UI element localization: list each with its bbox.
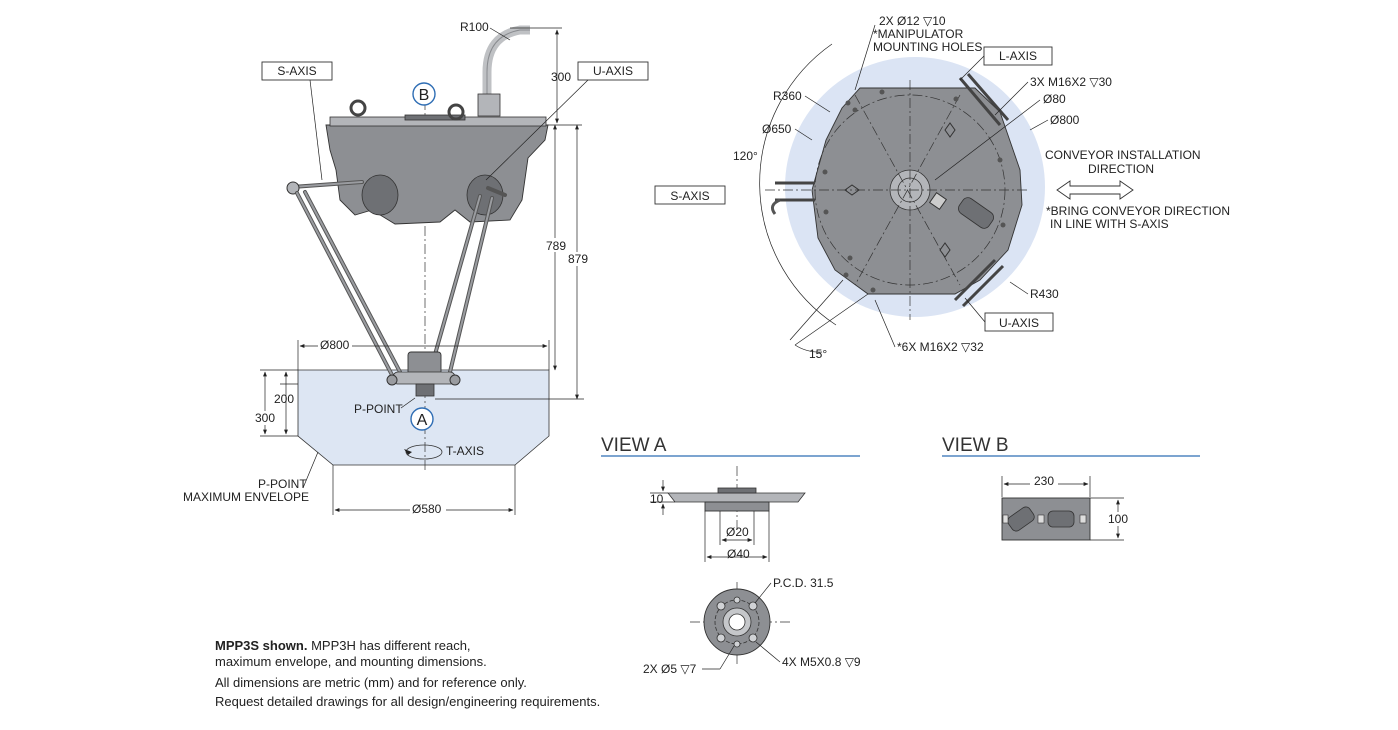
view-a: VIEW A 10 Ø20 Ø40 P.C.D. 31.5	[601, 435, 861, 676]
view-a-marker: A	[417, 412, 428, 429]
note-line4: Request detailed drawings for all design…	[215, 694, 601, 709]
mounting-holes-label: MOUNTING HOLES	[873, 40, 982, 54]
angle-120-label: 120°	[733, 149, 758, 163]
conveyor-line2: DIRECTION	[1088, 162, 1154, 176]
dim-100: 100	[1108, 512, 1128, 526]
view-a-title: VIEW A	[601, 435, 667, 456]
m16-3x-label: 3X M16X2 ▽30	[1030, 75, 1112, 89]
dim-300-top: 300	[551, 70, 571, 84]
d650-label: Ø650	[762, 122, 792, 136]
p-point-envelope-line2: MAXIMUM ENVELOPE	[183, 490, 309, 504]
angle-15-label: 15°	[809, 347, 827, 361]
dim-789: 789	[546, 239, 566, 253]
robot-base	[325, 124, 549, 225]
note-line3: All dimensions are metric (mm) and for r…	[215, 675, 527, 690]
p-point-label: P-POINT	[354, 402, 403, 416]
d800-label: Ø800	[1050, 113, 1080, 127]
side-view: B A S-AXIS U-AXIS R100 300 789 879 Ø800	[183, 20, 649, 516]
manipulator-label: *MANIPULATOR	[873, 27, 964, 41]
p-point-envelope-line1: P-POINT	[258, 477, 307, 491]
dim-d800: Ø800	[320, 338, 350, 352]
cable-loop	[482, 25, 530, 100]
d80-label: Ø80	[1043, 92, 1066, 106]
conveyor-line1: CONVEYOR INSTALLATION	[1045, 148, 1201, 162]
s-axis-label: S-AXIS	[277, 64, 316, 78]
dim-230: 230	[1034, 474, 1054, 488]
holes-4x-flange: 4X M5X0.8 ▽9	[782, 655, 861, 669]
u-axis-label: U-AXIS	[593, 64, 633, 78]
holes-2x-label: 2X Ø12 ▽10	[879, 14, 946, 28]
dim-200: 200	[274, 392, 294, 406]
dim-d20: Ø20	[726, 525, 749, 539]
dim-d40: Ø40	[727, 547, 750, 561]
bring-line1: *BRING CONVEYOR DIRECTION	[1046, 204, 1230, 218]
note-line1-rest: MPP3H has different reach,	[307, 638, 471, 653]
pcd-label: P.C.D. 31.5	[773, 576, 834, 590]
holes-2x-flange: 2X Ø5 ▽7	[643, 662, 697, 676]
note-line1: MPP3S shown. MPP3H has different reach,	[215, 636, 471, 656]
dim-d580: Ø580	[412, 502, 442, 516]
view-b-marker: B	[419, 87, 430, 104]
l-axis-label: L-AXIS	[999, 49, 1037, 63]
r430-label: R430	[1030, 287, 1059, 301]
double-arrow-icon	[1056, 180, 1134, 200]
view-b-title: VIEW B	[942, 435, 1009, 456]
r360-label: R360	[773, 89, 802, 103]
dim-879: 879	[568, 252, 588, 266]
m16-6x-label: *6X M16X2 ▽32	[897, 340, 984, 354]
bring-line2: IN LINE WITH S-AXIS	[1050, 217, 1169, 231]
note-bold: MPP3S shown.	[215, 638, 308, 653]
dim-300-left: 300	[255, 411, 275, 425]
top-view: L-AXIS S-AXIS U-AXIS 2X Ø12 ▽10 *MANIPUL…	[654, 14, 1230, 361]
t-axis-label: T-AXIS	[446, 444, 484, 458]
view-b: VIEW B 230 100	[942, 435, 1200, 541]
dim-10: 10	[650, 492, 664, 506]
r100-label: R100	[460, 20, 489, 34]
note-line2: maximum envelope, and mounting dimension…	[215, 654, 487, 669]
top-u-axis-label: U-AXIS	[999, 316, 1039, 330]
top-s-axis-label: S-AXIS	[670, 189, 709, 203]
